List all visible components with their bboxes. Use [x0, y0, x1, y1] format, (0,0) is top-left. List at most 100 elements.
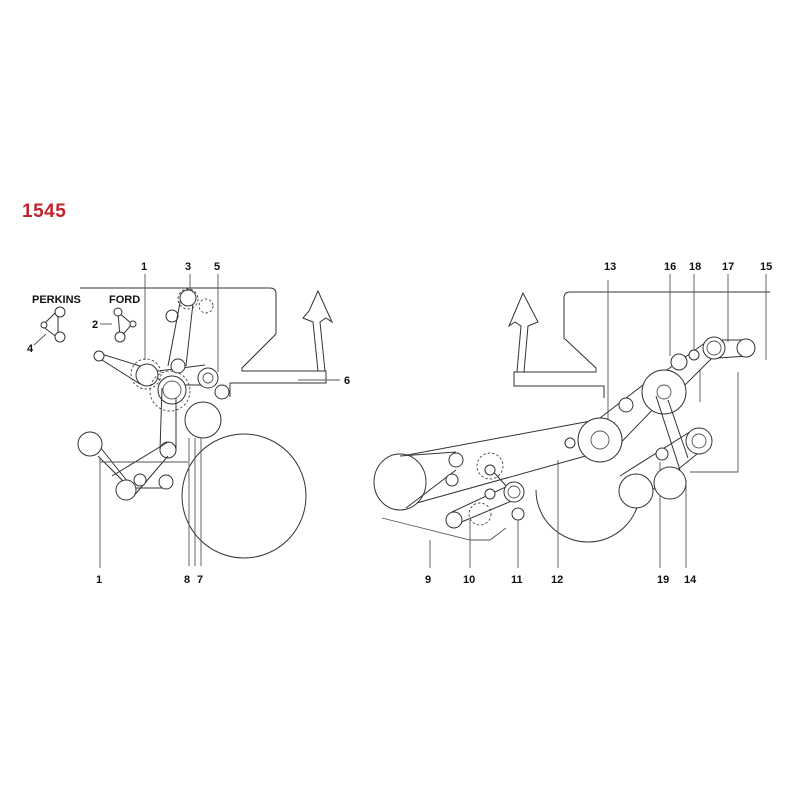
- callout-17: 17: [722, 261, 734, 273]
- right-chassis-outline: [513, 291, 770, 398]
- callout-16: 16: [664, 261, 676, 273]
- right-pulley-19: [618, 473, 654, 509]
- callout-15: 15: [760, 261, 772, 273]
- right-pulley-18: [688, 349, 700, 361]
- right-elevator-arrow: [507, 291, 539, 373]
- callout-3: 3: [185, 261, 191, 273]
- left-pulley-d: [197, 367, 219, 389]
- left-lower-belt: [87, 431, 169, 499]
- right-small-a: [618, 397, 634, 413]
- left-down-belt: [159, 387, 177, 451]
- callout-5: 5: [214, 261, 220, 273]
- right-pulley-lr: [685, 427, 713, 455]
- right-pulley-mid2: [484, 488, 496, 500]
- right-pulley-9a: [448, 452, 464, 468]
- left-pulley-d-inner: [202, 372, 214, 384]
- callout-19: 19: [657, 574, 669, 586]
- callout-2: 2: [92, 319, 98, 331]
- left-pulley-c: [157, 375, 187, 405]
- engine-label-ford: FORD: [109, 294, 140, 306]
- callout-12: 12: [551, 574, 563, 586]
- callout-10: 10: [463, 574, 475, 586]
- callout-8: 8: [184, 574, 190, 586]
- left-lower-pulley-c: [133, 473, 147, 487]
- left-elevator-arrow: [302, 289, 334, 372]
- left-lower-pulley-d: [158, 474, 174, 490]
- left-pulley-b-dashed: [130, 358, 162, 390]
- left-tensioner: [159, 441, 177, 459]
- right-pulley-17: [702, 336, 726, 360]
- right-pulley-9b: [445, 473, 459, 487]
- callout-9: 9: [425, 574, 431, 586]
- right-feeder-drum: [373, 453, 427, 511]
- right-frame-lines: [557, 280, 739, 568]
- right-pulley-12: [577, 417, 623, 463]
- callout-7: 7: [197, 574, 203, 586]
- left-leaders: [144, 274, 340, 381]
- right-pulley-13: [641, 369, 687, 415]
- left-pulley-c-dashed: [149, 370, 191, 412]
- right-pulley-11: [503, 481, 525, 503]
- left-top-pulley-dashed-a: [177, 288, 199, 310]
- right-pulley-13-inner: [656, 384, 672, 400]
- callout-13: 13: [604, 261, 616, 273]
- right-dashed-b: [468, 502, 492, 526]
- ford-pulley-bottom: [114, 331, 126, 343]
- left-pulley-h: [165, 309, 179, 323]
- left-chassis-outline: [80, 287, 327, 397]
- left-top-pulley: [179, 289, 197, 307]
- perkins-leader: [33, 333, 47, 346]
- left-lower-pulley-a: [77, 431, 103, 457]
- left-small-pulley-a: [93, 350, 105, 362]
- right-pulley-11-inner: [507, 485, 521, 499]
- left-pulley-b: [135, 363, 159, 387]
- right-pulley-mid: [484, 464, 496, 476]
- right-lower-left-belt: [399, 451, 515, 527]
- right-pulley-17-inner: [706, 340, 722, 356]
- right-pulley-12-inner: [590, 430, 610, 450]
- ford-belt: [117, 310, 133, 340]
- right-pulley-14: [653, 466, 687, 500]
- callout-6: 6: [344, 375, 350, 387]
- model-title: 1545: [22, 201, 67, 222]
- right-leaders: [669, 274, 767, 360]
- left-side-drive: PERKINS FORD 1 3 5 2 4 6 1 8 7: [27, 261, 350, 586]
- right-threshing-drum: [535, 489, 641, 543]
- ford-pulley-right: [129, 320, 137, 328]
- left-vertical-lines: [99, 432, 202, 568]
- right-small-b: [564, 437, 576, 449]
- left-pulley-f: [184, 401, 222, 439]
- left-pulley-e: [214, 384, 230, 400]
- left-threshing-drum: [181, 433, 307, 559]
- right-pulley-10: [445, 511, 463, 529]
- callout-1-bottom: 1: [96, 574, 102, 586]
- callout-18: 18: [689, 261, 701, 273]
- right-pulley-11b: [511, 507, 525, 521]
- callout-11: 11: [511, 574, 523, 586]
- right-small-c: [655, 447, 669, 461]
- left-top-belt: [167, 291, 195, 367]
- perkins-pulley-left: [40, 321, 48, 329]
- engine-label-perkins: PERKINS: [32, 294, 81, 306]
- right-side-drive: 13 16 18 17 15 9 10 11 12 19 14: [373, 261, 772, 586]
- callout-1-top: 1: [141, 261, 147, 273]
- perkins-pulley-bottom: [54, 331, 66, 343]
- ford-pulley-top: [113, 307, 123, 317]
- left-lower-pulley-b: [115, 479, 137, 501]
- perkins-belt: [41, 308, 59, 339]
- callout-14: 14: [684, 574, 697, 586]
- right-pulley-lr-inner: [691, 433, 707, 449]
- right-pulley-16: [670, 353, 688, 371]
- left-pulley-c-inner: [162, 380, 182, 400]
- left-pulley-g: [170, 358, 186, 374]
- right-dashed-a: [476, 452, 504, 480]
- right-bottom-frame: [381, 517, 519, 568]
- callout-4: 4: [27, 343, 34, 355]
- perkins-pulley-top: [54, 306, 66, 318]
- left-top-pulley-dashed-b: [198, 298, 214, 314]
- right-lower-belt: [619, 395, 703, 501]
- right-pulley-15: [736, 338, 756, 358]
- right-main-belt: [401, 337, 749, 507]
